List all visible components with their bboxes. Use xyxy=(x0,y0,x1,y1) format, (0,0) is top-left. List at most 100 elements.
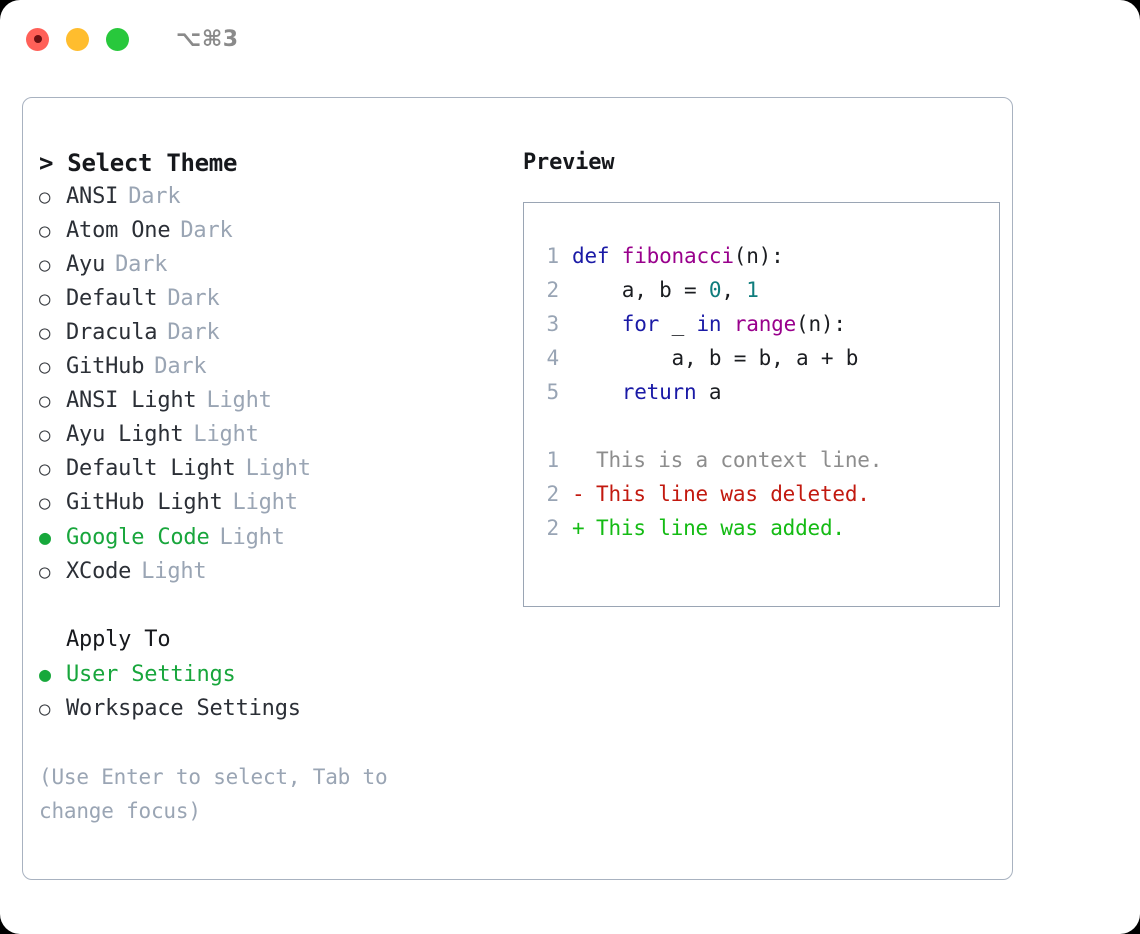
theme-option-name: Ayu xyxy=(66,252,106,277)
theme-option[interactable]: ○ GitHub Light Light xyxy=(39,486,501,520)
diff-sample: 1 This is a context line.2-This line was… xyxy=(542,443,999,545)
code-token: range xyxy=(733,312,797,336)
theme-option[interactable]: ○ Atom One Dark xyxy=(39,214,501,248)
code-line: 3 for _ in range(n): xyxy=(542,307,999,341)
theme-option-kind: Light xyxy=(232,490,298,515)
code-line-number: 5 xyxy=(546,380,560,404)
radio-unselected-icon: ○ xyxy=(39,561,51,583)
radio-unselected-icon: ○ xyxy=(39,322,51,344)
apply-to-option[interactable]: ● User Settings xyxy=(39,657,501,692)
minimize-button[interactable] xyxy=(66,27,89,51)
diff-line: 1 This is a context line. xyxy=(542,443,999,477)
diff-line: 2-This line was deleted. xyxy=(542,477,999,511)
apply-to-header: Apply To xyxy=(66,627,171,652)
code-token: 0 xyxy=(708,278,722,302)
theme-option-kind: Dark xyxy=(167,320,220,345)
diff-marker: - xyxy=(572,482,585,506)
theme-option-name: ANSI Light xyxy=(66,388,197,413)
theme-option-name: GitHub Light xyxy=(66,490,223,515)
theme-option-name: XCode xyxy=(66,559,132,584)
diff-text: This line was added. xyxy=(596,516,845,540)
code-token: a, b = b, a + b xyxy=(572,346,859,370)
code-diff-spacer xyxy=(542,409,999,443)
theme-option-name: Default xyxy=(66,286,158,311)
close-icon xyxy=(33,35,42,43)
apply-to-option-name: User Settings xyxy=(66,662,236,687)
diff-marker: + xyxy=(572,516,585,540)
code-token: a, b = xyxy=(572,278,709,302)
theme-option-kind: Dark xyxy=(128,184,181,209)
theme-option-name: Default Light xyxy=(66,456,236,481)
theme-option-kind: Light xyxy=(193,422,259,447)
code-token: , xyxy=(721,278,747,302)
code-line: 5 return a xyxy=(542,375,999,409)
theme-option-name: ANSI xyxy=(66,184,119,209)
diff-text: This line was deleted. xyxy=(596,482,870,506)
code-token: (n): xyxy=(796,312,846,336)
apply-to-option-name: Workspace Settings xyxy=(66,696,301,721)
theme-option-name: Google Code xyxy=(66,525,210,550)
preview-title: Preview xyxy=(523,150,615,175)
theme-option-kind: Dark xyxy=(115,252,168,277)
theme-option[interactable]: ○ GitHub Dark xyxy=(39,350,501,384)
diff-text: This is a context line. xyxy=(596,448,883,472)
theme-option-kind: Light xyxy=(141,559,207,584)
radio-unselected-icon: ○ xyxy=(39,356,51,378)
code-token xyxy=(572,307,622,341)
keyboard-shortcut-label: ⌥⌘3 xyxy=(176,26,239,52)
theme-option-kind: Light xyxy=(245,456,311,481)
select-theme-header: > Select Theme xyxy=(39,149,238,177)
theme-option[interactable]: ○ ANSI Dark xyxy=(39,180,501,214)
keyboard-hint: (Use Enter to select, Tab to change focu… xyxy=(39,765,388,823)
code-token: _ xyxy=(659,312,697,336)
theme-option-kind: Dark xyxy=(154,354,207,379)
radio-selected-icon: ● xyxy=(39,662,51,686)
theme-option-name: Atom One xyxy=(66,218,171,243)
title-bar: ⌥⌘3 xyxy=(0,0,1140,78)
code-token: a xyxy=(696,380,722,404)
diff-line-number: 2 xyxy=(546,516,560,540)
theme-option-kind: Dark xyxy=(180,218,233,243)
theme-option-kind: Light xyxy=(219,525,285,550)
diff-line: 2 + This line was added. xyxy=(542,511,999,545)
code-token: in xyxy=(696,312,722,336)
code-token: return xyxy=(621,380,697,404)
radio-unselected-icon: ○ xyxy=(39,254,51,276)
code-token: for xyxy=(621,312,660,336)
code-line: 4 a, b = b, a + b xyxy=(542,341,999,375)
diff-marker xyxy=(572,443,596,477)
theme-option[interactable]: ○ Dracula Dark xyxy=(39,316,501,350)
radio-unselected-icon: ○ xyxy=(39,186,51,208)
code-token: def xyxy=(572,244,622,268)
apply-to-option[interactable]: ○ Workspace Settings xyxy=(39,692,501,726)
theme-option[interactable]: ○ Ayu Dark xyxy=(39,248,501,282)
apply-to-list: ● User Settings ○ Workspace Settings xyxy=(39,657,501,726)
code-token: 1 xyxy=(746,278,759,302)
radio-unselected-icon: ○ xyxy=(39,698,51,720)
radio-unselected-icon: ○ xyxy=(39,288,51,310)
theme-option-name: Dracula xyxy=(66,320,158,345)
radio-unselected-icon: ○ xyxy=(39,390,51,412)
radio-unselected-icon: ○ xyxy=(39,492,51,514)
close-button[interactable] xyxy=(26,27,49,51)
code-line-number: 2 xyxy=(546,278,560,302)
theme-option-name: GitHub xyxy=(66,354,145,379)
diff-line-number: 1 xyxy=(546,448,560,472)
code-line-number: 1 xyxy=(546,244,560,268)
zoom-button[interactable] xyxy=(106,27,129,51)
code-line-number: 4 xyxy=(546,346,560,370)
code-line: 2 a, b = 0, 1 xyxy=(542,273,999,307)
radio-unselected-icon: ○ xyxy=(39,220,51,242)
theme-option[interactable]: ○ XCode Light xyxy=(39,555,501,589)
